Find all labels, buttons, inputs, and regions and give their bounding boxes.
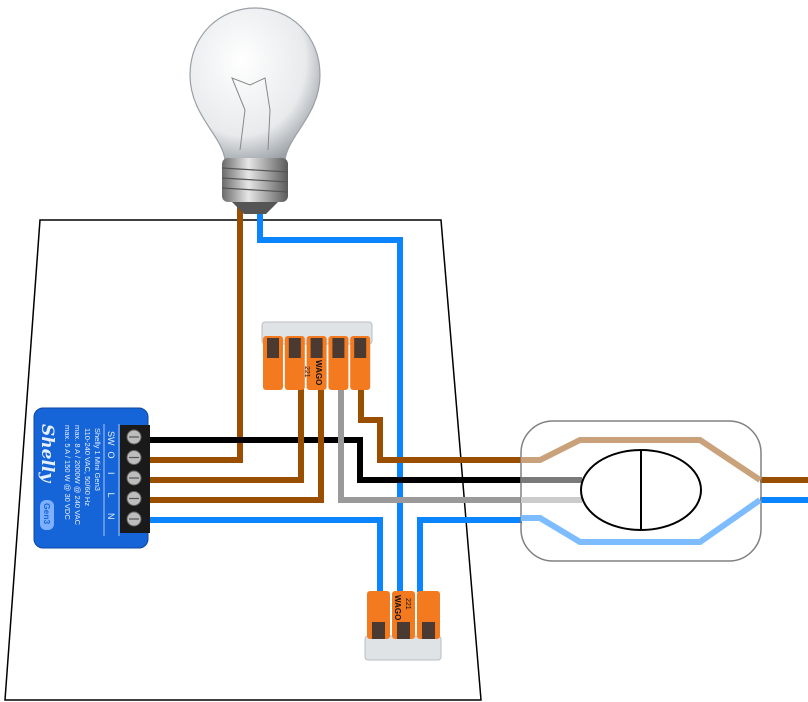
shelly-gen3-label: Gen3 (42, 503, 52, 525)
wire-wago-brown-3 (150, 385, 324, 503)
wago-5-clamp (354, 338, 367, 358)
shelly-relay: SW O I L N Shelly 1 Mini Gen3 110-240 VAC, 5… (33, 407, 150, 549)
wago-5-clamp (332, 338, 345, 358)
wago-5-model: 221 (303, 366, 310, 378)
bulb-contact (232, 202, 278, 214)
wire-wago-gray (338, 385, 522, 503)
switch-housing (520, 420, 762, 562)
terminal-label-i: I (106, 472, 116, 475)
switch-inner-neutral (521, 497, 762, 545)
junction-box-outline (4, 219, 482, 701)
wire-wago-brown-4 (358, 385, 522, 463)
terminal-label-o: O (106, 452, 116, 459)
light-bulb (189, 7, 321, 214)
wago-5-connector: WAGO 221 (261, 321, 373, 390)
wago-5-brand: WAGO (314, 360, 323, 385)
wago-3-brand: WAGO (393, 595, 402, 620)
switch-inner-live (521, 437, 762, 483)
wago-5-clamp (267, 338, 279, 358)
bulb-filament (231, 77, 271, 151)
shelly-rating-1: 110-240 VAC, 50/60 Hz (83, 428, 92, 506)
wago-3-connector: WAGO 221 (364, 591, 442, 661)
terminal-label-l: L (106, 493, 116, 498)
terminal-label-n: N (106, 513, 116, 520)
shelly-logo: Shelly (37, 424, 57, 483)
wire-wago-brown-2 (150, 385, 304, 483)
wire-lamp-live (150, 205, 243, 463)
wire-sw-black (150, 437, 522, 483)
wago-5-clamp (310, 338, 323, 358)
wago-5-clamp (288, 338, 301, 358)
shelly-rating-3: max. 5 A / 150 W @ 30 VDC (63, 425, 72, 520)
wire-switch-neutral (417, 517, 522, 592)
wire-shelly-neutral (150, 517, 383, 592)
bulb-glass (189, 7, 321, 161)
wago-3-model: 221 (404, 598, 411, 610)
terminal-label-sw: SW (106, 431, 116, 446)
wall-switch (520, 420, 762, 562)
shelly-model: Shelly 1 Mini Gen3 (93, 428, 102, 491)
shelly-rating-2: max. 8 A / 2000W @ 240 VAC (73, 425, 82, 526)
shelly-gen3-badge (40, 500, 54, 530)
wire-lamp-neutral (257, 205, 403, 592)
